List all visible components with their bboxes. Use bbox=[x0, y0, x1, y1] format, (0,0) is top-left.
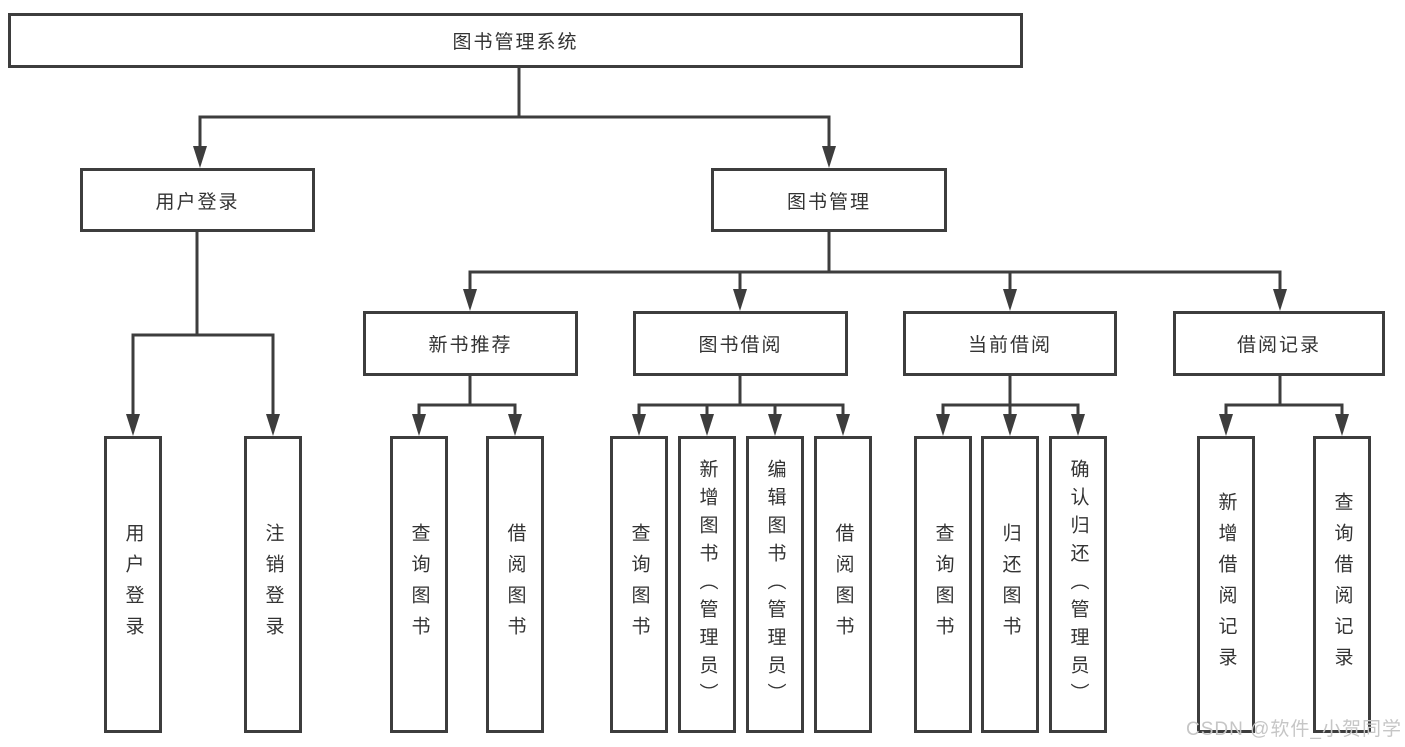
leaf-add-books-admin: 新增图书（管理员） bbox=[678, 436, 736, 733]
node-borrowing-records: 借阅记录 bbox=[1173, 311, 1385, 376]
leaf-recommend-query-books: 查询图书 bbox=[390, 436, 448, 733]
leaf-confirm-return-admin: 确认归还（管理员） bbox=[1049, 436, 1107, 733]
leaf-edit-books-admin: 编辑图书（管理员） bbox=[746, 436, 804, 733]
node-book-management: 图书管理 bbox=[711, 168, 947, 232]
leaf-add-borrow-record: 新增借阅记录 bbox=[1197, 436, 1255, 733]
leaf-query-borrow-record: 查询借阅记录 bbox=[1313, 436, 1371, 733]
leaf-borrow-books: 借阅图书 bbox=[814, 436, 872, 733]
node-book-borrowing: 图书借阅 bbox=[633, 311, 848, 376]
leaf-return-books: 归还图书 bbox=[981, 436, 1039, 733]
leaf-recommend-borrow-books: 借阅图书 bbox=[486, 436, 544, 733]
leaf-current-query-books: 查询图书 bbox=[914, 436, 972, 733]
node-current-borrowing: 当前借阅 bbox=[903, 311, 1117, 376]
node-library-management-system: 图书管理系统 bbox=[8, 13, 1023, 68]
leaf-logout: 注销登录 bbox=[244, 436, 302, 733]
arrowheads bbox=[126, 146, 1349, 436]
leaf-user-login: 用户登录 bbox=[104, 436, 162, 733]
node-new-book-recommend: 新书推荐 bbox=[363, 311, 578, 376]
leaf-borrow-query-books: 查询图书 bbox=[610, 436, 668, 733]
node-user-login: 用户登录 bbox=[80, 168, 315, 232]
csdn-watermark: CSDN @软件_小贺同学 bbox=[1186, 719, 1402, 740]
